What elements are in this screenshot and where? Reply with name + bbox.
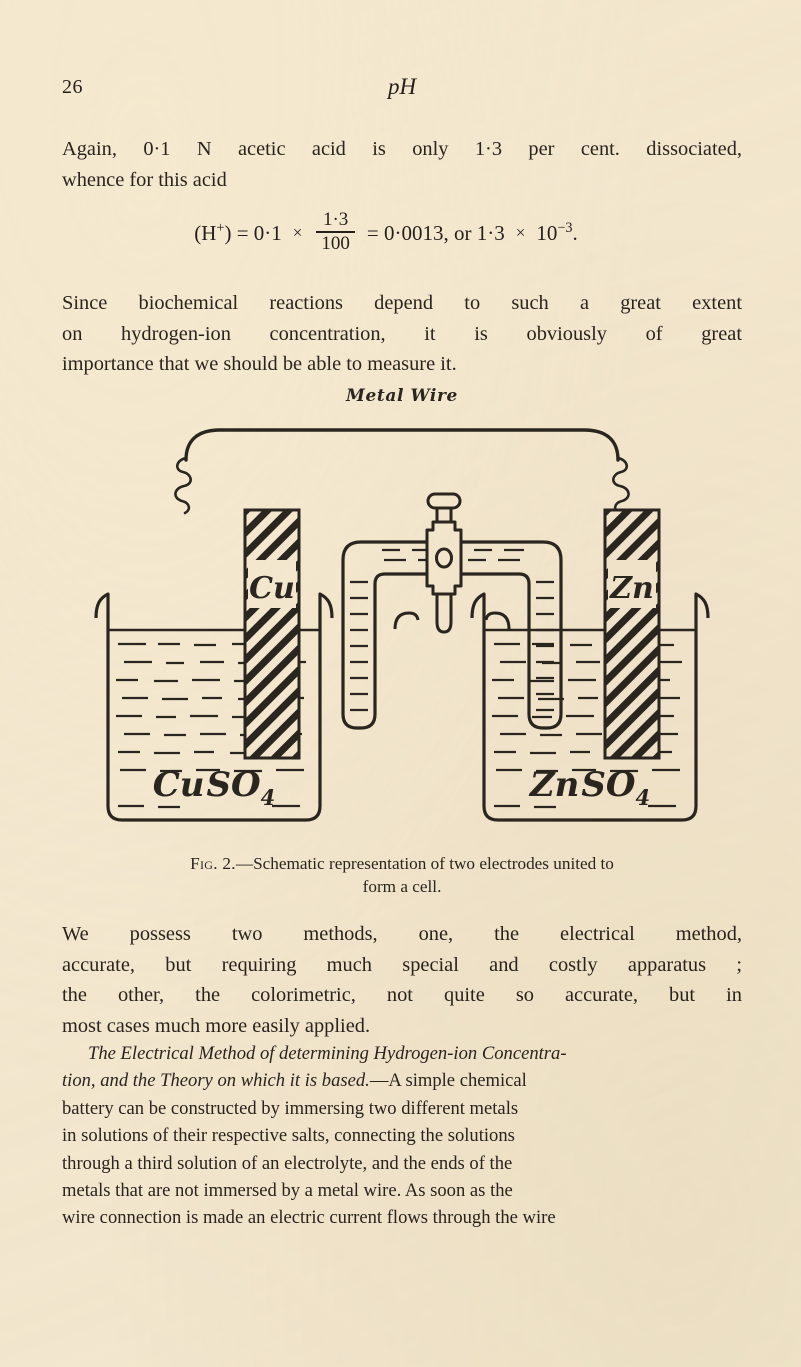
- text-line: the other, the colorimetric, not quite s…: [62, 984, 742, 1006]
- text-line: tion, and the Theory on which it is base…: [62, 1067, 750, 1094]
- wire-coil-left: [174, 456, 192, 515]
- equation-left-hand-side: (H+) = 0·1: [194, 220, 282, 245]
- left-solution-formula: CuSO4: [153, 765, 276, 810]
- text-line: in solutions of their respective salts, …: [62, 1125, 515, 1147]
- fraction-bar: [316, 231, 355, 233]
- cell-schematic-svg: CuSO4: [94, 428, 710, 822]
- page-number: 26: [62, 76, 83, 98]
- equation-result: = 0·0013, or 1·3: [366, 220, 505, 245]
- fraction-one-point-three-over-hundred: 1·3 100: [316, 208, 355, 255]
- zinc-electrode: Zn: [603, 508, 661, 760]
- equation-lhs-close: ) = 0·1: [224, 221, 282, 245]
- multiplication-sign: ×: [292, 223, 303, 242]
- right-solution-formula: ZnSO4: [528, 765, 650, 810]
- figure-label-metal-wire: Metal Wire: [346, 386, 458, 406]
- em-dash: —: [369, 1070, 389, 1092]
- copper-electrode-label: Cu: [249, 571, 295, 606]
- left-solution-label: CuSO4: [153, 765, 276, 810]
- text-fragment: A simple chemical: [388, 1070, 527, 1092]
- sentence-period: .: [572, 221, 578, 245]
- running-head-title: pH: [387, 74, 417, 99]
- text-line: Again, 0·1 N acetic acid is only 1·3 per…: [62, 138, 742, 160]
- figure-caption: Fig. 2.—Schematic representation of two …: [62, 852, 742, 898]
- copper-electrode: Cu: [243, 508, 301, 760]
- power-exponent: −3: [557, 220, 573, 236]
- running-head: 26 pH: [62, 74, 742, 104]
- text-line: through a third solution of an electroly…: [62, 1152, 513, 1174]
- text-line: on hydrogen-ion concentration, it is obv…: [62, 322, 742, 345]
- text-line: importance that we should be able to mea…: [62, 353, 457, 375]
- text-line: metals that are not immersed by a metal …: [62, 1180, 513, 1202]
- section-heading: The Electrical Method of determining Hyd…: [88, 1043, 567, 1064]
- text-line: most cases much more easily applied.: [62, 1014, 371, 1037]
- multiplication-sign: ×: [515, 223, 526, 242]
- fraction-numerator: 1·3: [322, 208, 349, 230]
- text-line: battery can be constructed by immersing …: [62, 1097, 519, 1119]
- siphon-bridge: [341, 540, 563, 730]
- text-line: wire connection is made an electric curr…: [62, 1207, 556, 1229]
- plus-superscript: +: [216, 220, 225, 236]
- paragraph-biochemical-reactions: Since biochemical reactions depend to su…: [62, 288, 742, 380]
- metal-wire-arc: [184, 428, 620, 462]
- caption-line: Fig. 2.—Schematic representation of two …: [190, 854, 614, 873]
- zinc-electrode-label: Zn: [609, 571, 654, 606]
- figure-2-electrochemical-cell: Metal Wire: [62, 386, 742, 906]
- stopcock[interactable]: [425, 492, 463, 634]
- right-solution-label: ZnSO4: [528, 765, 650, 810]
- section-heading-continuation: tion, and the Theory on which it is base…: [62, 1070, 370, 1092]
- text-line: We possess two methods, one, the electri…: [62, 923, 742, 945]
- text-line: whence for this acid: [62, 168, 227, 191]
- paragraph-two-methods: We possess two methods, one, the electri…: [62, 919, 742, 1041]
- figure-diagram: CuSO4: [62, 414, 742, 830]
- fraction-denominator: 100: [321, 232, 350, 254]
- paragraph-acetic-acid: Again, 0·1 N acetic acid is only 1·3 per…: [62, 134, 742, 195]
- wire-coil-right: [612, 456, 630, 515]
- section-heading-line: The Electrical Method of determining Hyd…: [62, 1040, 750, 1067]
- display-equation-hydrogen-ion: (H+) = 0·1 × 1·3 100 = 0·0013, or 1·3 × …: [62, 198, 742, 268]
- caption-line: form a cell.: [362, 877, 442, 896]
- text-line: accurate, but requiring much special and…: [62, 953, 742, 976]
- power-of-ten: 10−3.: [536, 220, 577, 246]
- power-base: 10: [536, 221, 558, 245]
- text-line: Since biochemical reactions depend to su…: [62, 292, 742, 314]
- paragraph-electrical-method: The Electrical Method of determining Hyd…: [62, 1040, 750, 1232]
